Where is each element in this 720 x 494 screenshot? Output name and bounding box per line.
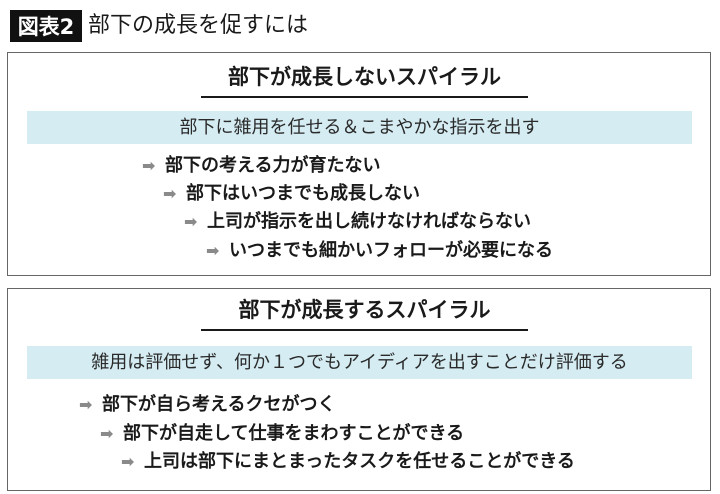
arrow-right-icon: ➡ bbox=[142, 156, 156, 175]
premise-band: 部下に雑用を任せる＆こまやかな指示を出す bbox=[27, 111, 692, 144]
arrow-right-icon: ➡ bbox=[163, 184, 177, 203]
step-item: ➡ 部下が自走して仕事をまわすことができる bbox=[100, 422, 464, 446]
figure-label: 図表2 bbox=[10, 10, 82, 42]
arrow-right-icon: ➡ bbox=[100, 424, 114, 443]
step-item: ➡ 上司は部下にまとまったタスクを任せることができる bbox=[121, 450, 575, 474]
step-item: ➡ 上司が指示を出し続けなければならない bbox=[184, 210, 531, 234]
arrow-right-icon: ➡ bbox=[79, 395, 93, 414]
step-item: ➡ 部下の考える力が育たない bbox=[142, 154, 380, 178]
step-text: 部下はいつまでも成長しない bbox=[186, 183, 420, 204]
step-text: いつまでも細かいフォローが必要になる bbox=[229, 240, 553, 261]
panel-title: 部下が成長しないスパイラル bbox=[201, 62, 528, 98]
step-text: 上司が指示を出し続けなければならない bbox=[207, 211, 531, 232]
step-item: ➡ 部下はいつまでも成長しない bbox=[163, 182, 420, 206]
panel-title: 部下が成長するスパイラル bbox=[201, 295, 528, 331]
step-text: 部下が自ら考えるクセがつく bbox=[102, 394, 336, 415]
figure-title: 部下の成長を促すには bbox=[88, 13, 309, 38]
step-text: 上司は部下にまとまったタスクを任せることができる bbox=[144, 451, 575, 472]
panel-not-growing: 部下が成長しないスパイラル 部下に雑用を任せる＆こまやかな指示を出す ➡ 部下の… bbox=[7, 52, 711, 276]
step-item: ➡ 部下が自ら考えるクセがつく bbox=[79, 393, 335, 417]
step-text: 部下が自走して仕事をまわすことができる bbox=[123, 423, 465, 444]
step-text: 部下の考える力が育たない bbox=[165, 155, 381, 176]
arrow-right-icon: ➡ bbox=[121, 452, 135, 471]
premise-band: 雑用は評価せず、何か１つでもアイディアを出すことだけ評価する bbox=[27, 346, 692, 379]
panel-growing: 部下が成長するスパイラル 雑用は評価せず、何か１つでもアイディアを出すことだけ評… bbox=[7, 288, 711, 491]
step-item: ➡ いつまでも細かいフォローが必要になる bbox=[206, 239, 553, 263]
arrow-right-icon: ➡ bbox=[184, 212, 198, 231]
arrow-right-icon: ➡ bbox=[206, 241, 220, 260]
